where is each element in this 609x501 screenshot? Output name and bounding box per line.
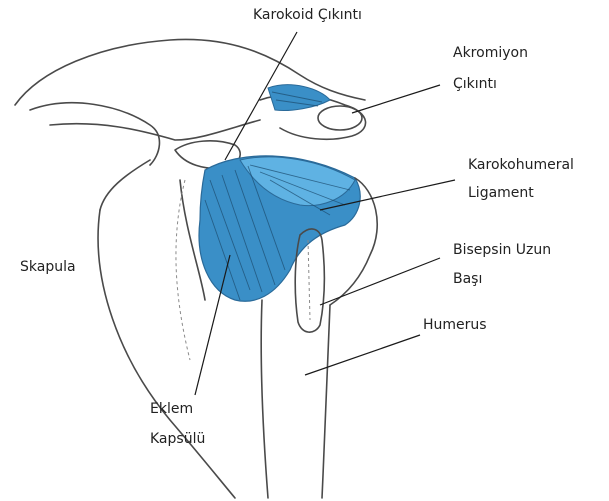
leader-biceps bbox=[320, 258, 440, 305]
label-coracoid: Karokoid Çıkıntı bbox=[253, 6, 362, 25]
label-biceps-2: Başı bbox=[453, 270, 482, 289]
leader-acromion bbox=[352, 85, 440, 113]
leader-coracoid bbox=[225, 32, 297, 160]
label-humerus: Humerus bbox=[423, 316, 487, 335]
label-coracohumeral-2: Ligament bbox=[468, 184, 534, 203]
label-acromion-1: Akromiyon bbox=[453, 44, 528, 63]
label-acromion-2: Çıkıntı bbox=[453, 75, 497, 94]
label-coracohumeral-1: Karokohumeral bbox=[468, 156, 574, 175]
label-scapula: Skapula bbox=[20, 258, 76, 277]
label-capsule-1: Eklem bbox=[150, 400, 193, 419]
leader-coracohumeral bbox=[320, 180, 455, 210]
label-capsule-2: Kapsülü bbox=[150, 430, 205, 449]
leader-capsule bbox=[195, 255, 230, 395]
leader-humerus bbox=[305, 335, 420, 375]
label-biceps-1: Bisepsin Uzun bbox=[453, 241, 551, 260]
